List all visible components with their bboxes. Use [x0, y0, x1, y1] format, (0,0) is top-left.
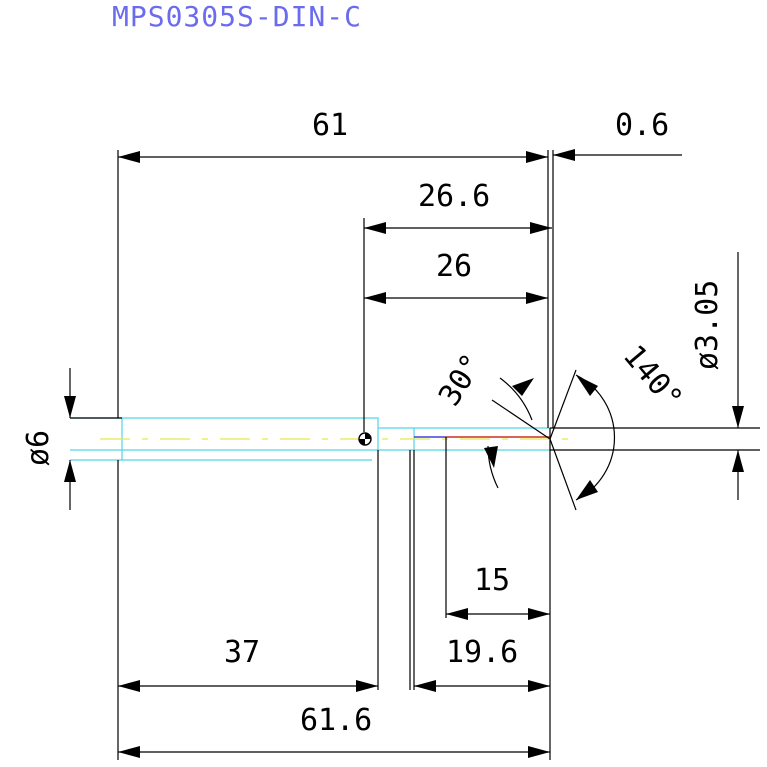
- dim-0-6-label: 0.6: [615, 108, 669, 143]
- dim-dia-6: ø6: [21, 368, 76, 510]
- dim-26-6-label: 26.6: [418, 179, 490, 214]
- dim-26: 26: [364, 249, 548, 304]
- extension-lines: [70, 150, 760, 760]
- dim-26-6: 26.6: [364, 179, 552, 234]
- neck-outline: [378, 427, 550, 451]
- dim-angle-30: 30°: [432, 348, 551, 489]
- part-outline: [70, 417, 551, 461]
- dim-0-6: 0.6: [553, 108, 669, 161]
- shank-outline: [70, 417, 379, 451]
- dim-dia-3-05-label: ø3.05: [690, 280, 725, 370]
- dim-61-label: 61: [312, 108, 348, 143]
- dim-61-6: 61.6: [118, 703, 550, 758]
- dim-dia-3-05: ø3.05: [690, 252, 744, 500]
- dim-dia-6-label: ø6: [21, 430, 56, 466]
- dim-61-6-label: 61.6: [300, 703, 372, 738]
- dim-61: 61: [118, 108, 548, 163]
- dim-15-label: 15: [474, 563, 510, 598]
- dim-37: 37: [118, 635, 378, 692]
- datum-marker: [358, 432, 372, 446]
- dim-15: 15: [446, 563, 550, 620]
- dim-19-6: 19.6: [414, 635, 550, 692]
- dim-angle-140: 140°: [549, 339, 689, 511]
- dim-angle-140-label: 140°: [616, 339, 689, 417]
- drawing-title: MPS0305S-DIN-C: [112, 0, 362, 33]
- dim-19-6-label: 19.6: [446, 635, 518, 670]
- dim-angle-30-label: 30°: [432, 348, 490, 413]
- dim-37-label: 37: [224, 635, 260, 670]
- dim-26-label: 26: [436, 249, 472, 284]
